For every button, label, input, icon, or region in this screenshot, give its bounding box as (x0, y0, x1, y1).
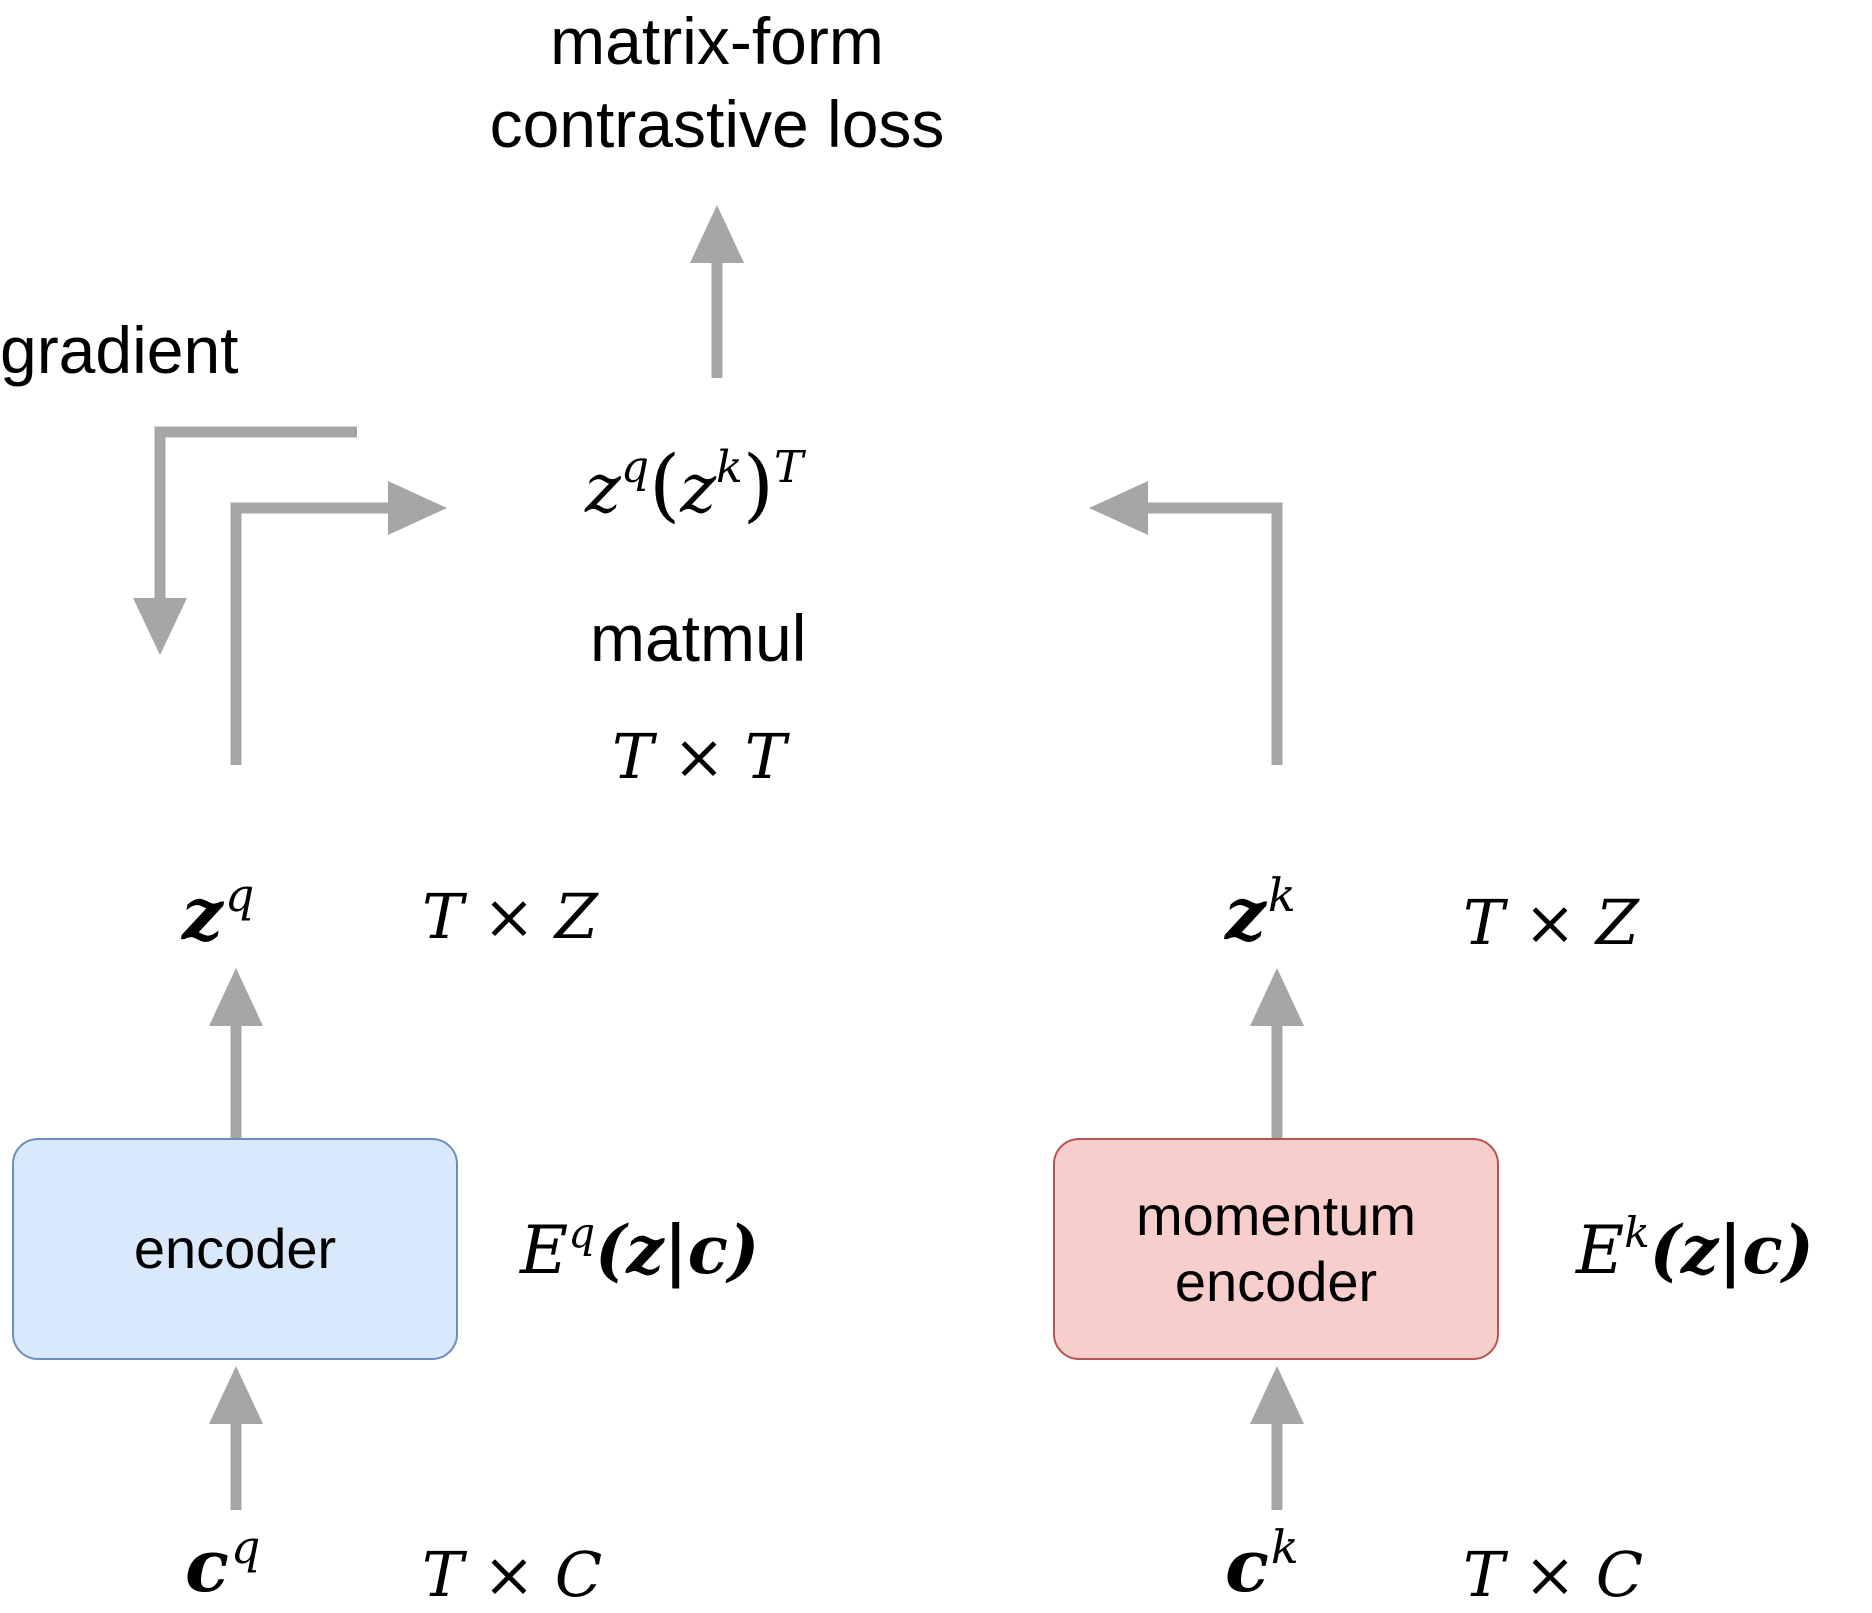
arrowhead-gradient (133, 598, 187, 655)
arrow-zk-to-matmul (1130, 502, 1283, 765)
matmul-z-k: zk (680, 442, 743, 529)
arrowhead-zk-matmul (1089, 481, 1148, 535)
zk-vector: zk (1225, 868, 1296, 956)
encoder-box: encoder (12, 1138, 458, 1360)
zk-dims: T × Z (1463, 886, 1639, 959)
arrow-gradient (154, 426, 357, 610)
matmul-expression: zq(zk)T (585, 438, 803, 531)
encoder-function-q: Eq(z|c) (520, 1208, 760, 1289)
momentum-encoder-label-line2: encoder (1174, 1250, 1378, 1313)
arrow-zq-to-matmul (230, 502, 405, 765)
matmul-close-paren: ) (742, 438, 774, 531)
cq-dims: T × C (422, 1538, 603, 1611)
momentum-encoder-box: momentum encoder (1053, 1138, 1499, 1360)
arrowhead-momentum (1250, 1366, 1304, 1424)
ck-vector: ck (1225, 1520, 1299, 1608)
encoder-label: encoder (133, 1216, 337, 1280)
zq-dims: T × Z (422, 880, 598, 953)
encoder-function-k: Ek(z|c) (1576, 1208, 1814, 1289)
cq-vector: cq (185, 1520, 261, 1608)
matmul-label: matmul (590, 601, 807, 675)
loss-title-line1: matrix-form (550, 4, 884, 78)
arrowhead-zk (1250, 968, 1304, 1026)
zq-vector: zq (182, 868, 255, 956)
momentum-encoder-label-line1: momentum (1135, 1183, 1417, 1247)
matmul-dims: T × T (612, 720, 787, 793)
matmul-open-paren: ( (649, 438, 681, 531)
arrowhead-zq-matmul (388, 481, 447, 535)
matmul-z-q: zq (585, 442, 649, 529)
matmul-transpose: T (773, 442, 804, 493)
ck-dims: T × C (1463, 1538, 1644, 1611)
gradient-label: gradient (0, 313, 239, 387)
loss-title-line2: contrastive loss (489, 86, 945, 161)
loss-title: matrix-form contrastive loss (417, 0, 1017, 165)
arrowhead-zq (209, 968, 263, 1026)
arrowhead-loss (690, 205, 744, 263)
arrowhead-encoder (209, 1366, 263, 1424)
